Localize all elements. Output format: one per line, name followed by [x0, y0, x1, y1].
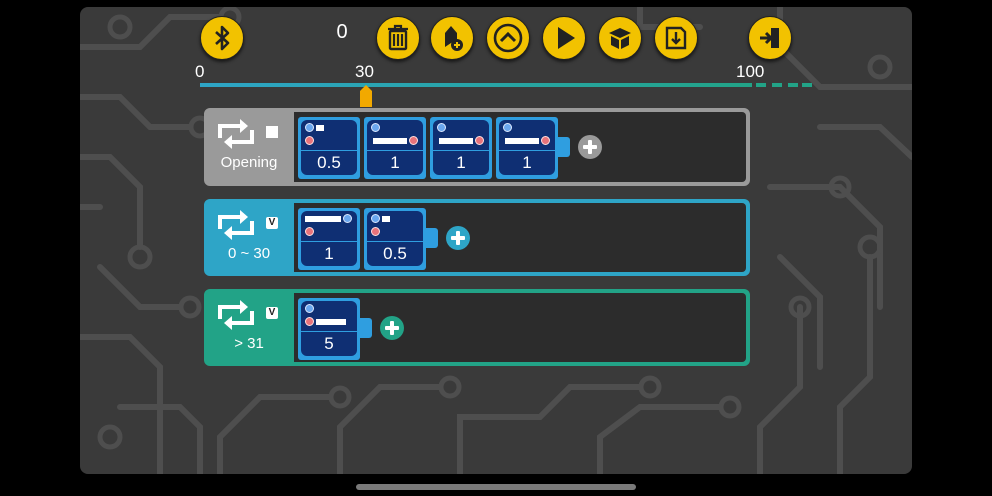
- package-button[interactable]: [598, 16, 642, 60]
- home-indicator[interactable]: [356, 484, 636, 490]
- save-icon: [665, 26, 687, 50]
- chevron-up-icon: [493, 23, 523, 53]
- bluetooth-button[interactable]: [200, 16, 244, 60]
- move-up-button[interactable]: [486, 16, 530, 60]
- block-value: 0.5: [367, 242, 423, 266]
- block-value: 5: [301, 332, 357, 356]
- add-keyframe-button[interactable]: [430, 16, 474, 60]
- block-lane: 1 0.5: [294, 203, 746, 272]
- app-screen: 0: [80, 7, 912, 474]
- timeline-current-label: 30: [355, 62, 374, 81]
- block-pattern: [367, 120, 423, 150]
- timeline-bar[interactable]: [200, 81, 812, 89]
- block-pattern: [301, 120, 357, 150]
- block-value: 1: [499, 151, 555, 175]
- group-label: > 31: [234, 335, 264, 352]
- group-header[interactable]: V 0 ~ 30: [206, 201, 292, 274]
- action-block[interactable]: 1: [496, 117, 558, 179]
- block-value: 1: [301, 242, 357, 266]
- block-pattern: [367, 211, 423, 241]
- mode-indicator: [266, 126, 278, 138]
- action-block[interactable]: 0.5: [298, 117, 360, 179]
- block-value: 1: [433, 151, 489, 175]
- group-0-30: V 0 ~ 30 1 0.5: [204, 199, 750, 276]
- block-pattern: [301, 301, 357, 331]
- block-value: 1: [367, 151, 423, 175]
- block-pattern: [499, 120, 555, 150]
- delete-button[interactable]: [376, 16, 420, 60]
- add-block-button[interactable]: [578, 135, 602, 159]
- block-pattern: [301, 211, 357, 241]
- action-block[interactable]: 5: [298, 298, 360, 360]
- mode-indicator: V: [266, 217, 278, 229]
- play-icon: [558, 27, 575, 49]
- block-connector: [558, 137, 570, 157]
- block-lane: 0.5 1 1: [294, 112, 746, 182]
- block-connector: [360, 318, 372, 338]
- box-icon: [609, 28, 631, 49]
- action-block[interactable]: 1: [430, 117, 492, 179]
- block-pattern: [433, 120, 489, 150]
- circuit-background: [80, 7, 912, 474]
- trash-icon: [388, 24, 408, 51]
- play-button[interactable]: [542, 16, 586, 60]
- add-block-button[interactable]: [446, 226, 470, 250]
- loop-icon: [218, 210, 254, 240]
- timeline-start-label: 0: [195, 62, 205, 81]
- mode-indicator: V: [266, 307, 278, 319]
- add-block-button[interactable]: [380, 316, 404, 340]
- timeline-handle[interactable]: [359, 85, 373, 107]
- save-button[interactable]: [654, 16, 698, 60]
- exit-button[interactable]: [748, 16, 792, 60]
- action-block[interactable]: 1: [298, 208, 360, 270]
- block-value: 0.5: [301, 151, 357, 175]
- timeline-end-label: 100: [736, 62, 765, 81]
- group-label: Opening: [220, 154, 278, 171]
- group-header[interactable]: Opening: [206, 110, 292, 184]
- loop-icon: [218, 300, 254, 330]
- group-gt-31: V > 31 5: [204, 289, 750, 366]
- group-opening: Opening 0.5 1: [204, 108, 750, 186]
- block-lane: 5: [294, 293, 746, 362]
- bluetooth-icon: [215, 25, 230, 51]
- exit-icon: [760, 28, 779, 48]
- block-connector: [426, 228, 438, 248]
- add-keyframe-icon: [445, 26, 463, 51]
- action-block[interactable]: 0.5: [364, 208, 426, 270]
- action-block[interactable]: 1: [364, 117, 426, 179]
- group-header[interactable]: V > 31: [206, 291, 292, 364]
- group-label: 0 ~ 30: [227, 245, 271, 262]
- loop-icon: [218, 119, 254, 149]
- frame-counter: 0: [336, 21, 348, 43]
